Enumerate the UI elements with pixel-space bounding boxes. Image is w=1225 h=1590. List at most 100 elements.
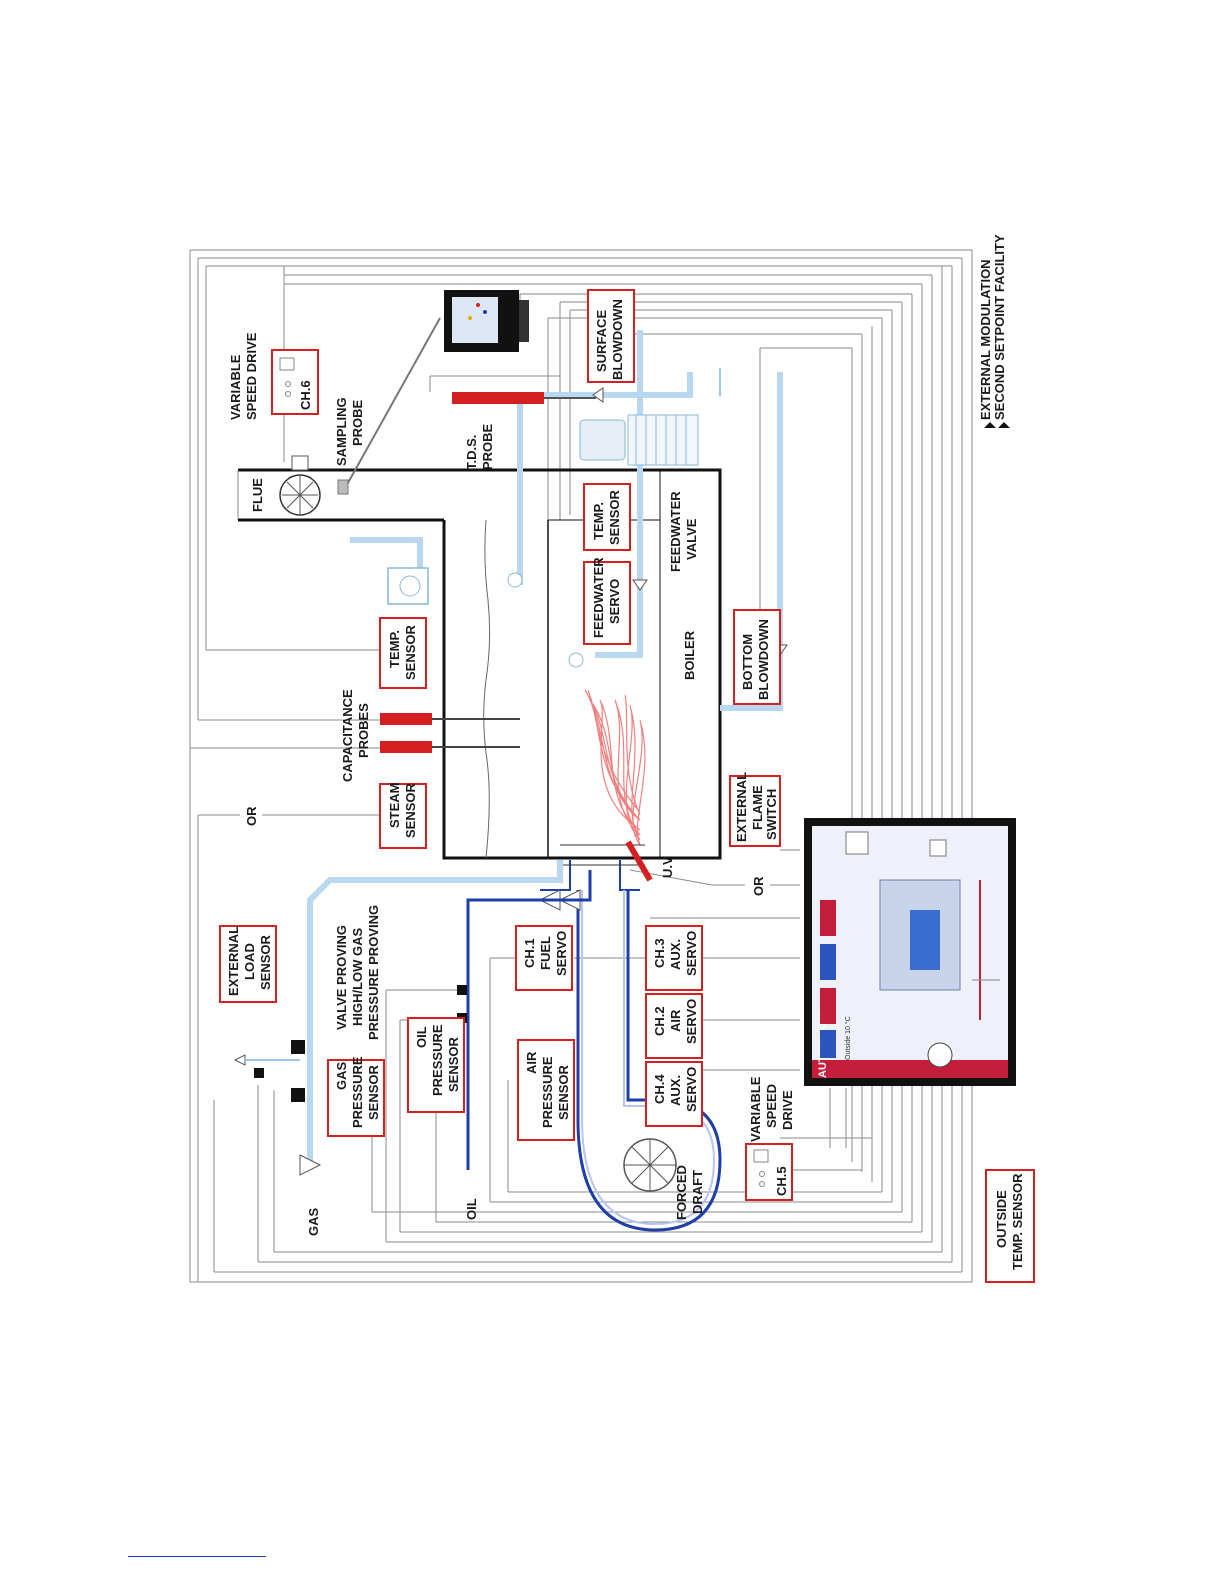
outside-reading: Outside 10 °C: [844, 1016, 852, 1060]
label-ch3-2: AUX.: [668, 939, 683, 970]
ch3-aux-servo-box: [645, 925, 703, 991]
forced-draft-fan-icon: [623, 1138, 677, 1192]
label-sampling-1: SAMPLING: [334, 397, 349, 466]
label-ch6: CH.6: [298, 380, 313, 410]
sampling-probe-icon: [337, 317, 441, 495]
label-feedwater-valve-1: FEEDWATER: [668, 491, 683, 572]
label-oil-ps-3: SENSOR: [446, 1036, 461, 1092]
label-boiler: BOILER: [682, 630, 697, 680]
external-flame-switch-box: [729, 775, 781, 847]
label-flue: FLUE: [250, 478, 265, 512]
outside-temp-sensor-box: [985, 1169, 1035, 1283]
label-temp-sensor-a-1: TEMP.: [591, 502, 606, 540]
burner-throat: [540, 844, 645, 891]
screen-button-2: [820, 944, 836, 980]
ch1-fuel-servo-box: [515, 925, 573, 991]
label-vsd-bottom-1: VARIABLE: [748, 1076, 763, 1142]
label-surface-1: SURFACE: [594, 310, 609, 372]
ch2-air-servo-box: [645, 993, 703, 1059]
label-external-modulation: EXTERNAL MODULATION: [978, 259, 993, 420]
flue-fan-icon: [279, 455, 321, 516]
label-or-top: OR: [244, 806, 259, 826]
label-capacitance-1: CAPACITANCE: [340, 689, 355, 782]
boiler-shell: [237, 468, 722, 860]
temp-sensor-a-box: [583, 483, 631, 551]
steam-outlet-valve-icon: [350, 537, 429, 605]
label-ext-load-1: EXTERNAL: [226, 926, 241, 996]
label-steam-1: STEAM: [387, 783, 402, 829]
label-temp-sensor-b-2: SENSOR: [403, 624, 418, 680]
ch4-aux-servo-box: [645, 1061, 703, 1127]
label-temp-sensor-b-1: TEMP.: [387, 630, 402, 668]
label-gas-ps-1: GAS: [334, 1062, 349, 1091]
label-ch4-2: AUX.: [668, 1075, 683, 1106]
label-gas: GAS: [306, 1208, 321, 1237]
label-feedwater-valve-2: VALVE: [684, 518, 699, 560]
label-outside-temp-1: OUTSIDE: [994, 1190, 1009, 1248]
label-valve-proving-2: HIGH/LOW GAS: [350, 927, 365, 1026]
label-or-bottom: OR: [751, 876, 766, 896]
label-feedwater-servo-1: FEEDWATER: [591, 557, 606, 638]
label-gas-ps-2: PRESSURE: [350, 1056, 365, 1128]
steam-sensor-box: [379, 783, 427, 849]
label-sampling-2: PROBE: [350, 399, 365, 446]
label-ext-flame-3: SWITCH: [764, 789, 779, 840]
ch5-box: [745, 1143, 793, 1201]
label-ch1-2: FUEL: [538, 936, 553, 970]
footer-link-rule: [128, 1556, 266, 1557]
label-bottom-1: BOTTOM: [740, 634, 755, 690]
ch6-box: [271, 349, 319, 415]
label-ch2-2: AIR: [668, 1009, 683, 1032]
label-oil-ps-1: OIL: [414, 1026, 429, 1048]
label-forced-2: DRAFT: [690, 1170, 705, 1214]
label-air-ps-1: AIR: [524, 1051, 539, 1074]
screen-button-3: [820, 988, 836, 1024]
label-ch4-3: SERVO: [684, 1067, 699, 1112]
bottom-blowdown-box: [733, 609, 781, 705]
label-air-ps-3: SENSOR: [556, 1064, 571, 1120]
label-valve-proving-1: VALVE PROVING: [334, 925, 349, 1030]
label-ext-load-2: LOAD: [242, 943, 257, 980]
label-surface-2: BLOWDOWN: [610, 299, 625, 380]
label-vsd-bottom-3: DRIVE: [780, 1090, 795, 1130]
feedwater-pump-icon: [579, 414, 699, 466]
label-vsd-top-1: VARIABLE: [228, 354, 243, 420]
feedwater-servo-box: [583, 561, 631, 645]
label-vsd-bottom-2: SPEED: [764, 1084, 779, 1128]
label-capacitance-2: PROBES: [356, 703, 371, 758]
exhaust-gas-analyser: [444, 290, 529, 352]
capacitance-probe-icon: [380, 713, 520, 753]
tds-probe-icon: [452, 392, 596, 404]
label-tds-1: T.D.S.: [464, 435, 479, 470]
external-load-sensor-box: [219, 925, 277, 1003]
oil-pressure-sensor-box: [407, 1017, 465, 1113]
label-vsd-top-2: SPEED DRIVE: [244, 332, 259, 420]
air-pressure-sensor-box: [517, 1039, 575, 1141]
label-steam-2: SENSOR: [403, 782, 418, 838]
label-oil-ps-2: PRESSURE: [430, 1024, 445, 1096]
label-ch5: CH.5: [774, 1166, 789, 1196]
label-ch1-1: CH.1: [522, 938, 537, 968]
label-ch2-1: CH.2: [652, 1006, 667, 1036]
label-air-ps-2: PRESSURE: [540, 1056, 555, 1128]
label-temp-sensor-a-2: SENSOR: [607, 489, 622, 545]
label-uv: U.V: [660, 856, 675, 878]
burner-flame-icon: [584, 689, 646, 846]
label-tds-2: PROBE: [480, 423, 495, 470]
label-ext-flame-1: EXTERNAL: [734, 772, 749, 842]
uv-sensor-icon: [625, 840, 653, 882]
label-gas-ps-3: SENSOR: [366, 1064, 381, 1120]
label-bottom-2: BLOWDOWN: [756, 619, 771, 700]
label-ch2-3: SERVO: [684, 999, 699, 1044]
label-feedwater-servo-2: SERVO: [607, 579, 622, 624]
screen-button-1: [820, 900, 836, 936]
label-forced-1: FORCED: [674, 1165, 689, 1220]
temp-sensor-b-box: [379, 617, 427, 689]
gas-pressure-sensor-box: [327, 1059, 385, 1137]
autoflame-controller: AUTOFLAME Outside 10 °C: [804, 818, 1016, 1086]
label-second-setpoint: SECOND SETPOINT FACILITY: [992, 234, 1007, 420]
label-ch3-1: CH.3: [652, 938, 667, 968]
label-valve-proving-3: PRESSURE PROVING: [366, 905, 381, 1040]
label-ext-flame-2: FLAME: [750, 785, 765, 830]
